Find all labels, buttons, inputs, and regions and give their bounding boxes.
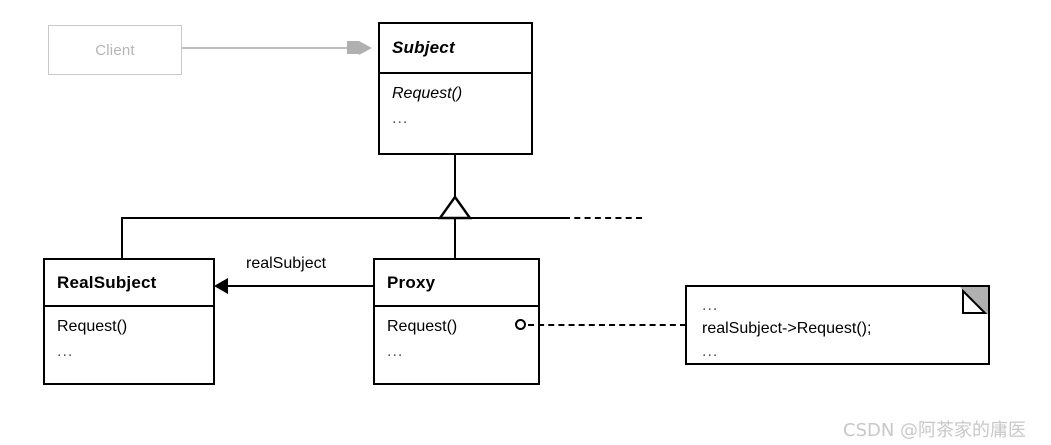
class-box-proxy[interactable]: Proxy Request() ...: [373, 258, 540, 385]
class-name-client: Client: [95, 41, 135, 59]
class-box-client[interactable]: Client: [48, 25, 182, 75]
class-name-subject: Subject: [392, 38, 455, 57]
operation-ellipsis: ...: [387, 342, 404, 360]
class-operations-proxy: Request() ...: [375, 307, 457, 365]
edge-proxy-request-to-note: [528, 324, 686, 326]
class-box-subject[interactable]: Subject Request() ...: [378, 22, 533, 155]
edge-client-arrowhead: [359, 41, 372, 55]
operation-item: Request(): [392, 85, 463, 102]
note-fold-flap-icon: [962, 288, 988, 314]
generalization-stem-top: [454, 155, 456, 197]
generalization-bar-dashed-extension: [564, 217, 642, 219]
operation-ellipsis: ...: [57, 342, 74, 360]
note-line: ...: [702, 297, 719, 314]
edge-client-to-subject: [182, 47, 347, 49]
class-box-realsubject[interactable]: RealSubject Request() ...: [43, 258, 215, 385]
generalization-branch-realsubject: [121, 217, 123, 259]
note-anchor-circle: [515, 319, 526, 330]
operation-item: Request(): [387, 318, 458, 335]
edge-client-arrow-tail: [347, 41, 359, 54]
generalization-bar: [121, 217, 564, 219]
operation-ellipsis: ...: [392, 109, 409, 127]
note-line: realSubject->Request();: [702, 320, 872, 338]
edge-proxy-to-realsubject-arrowhead: [214, 278, 228, 294]
class-operations-subject: Request() ...: [380, 74, 462, 132]
class-name-proxy: Proxy: [387, 272, 436, 292]
class-separator-subject: [380, 72, 531, 74]
edge-proxy-to-realsubject: [228, 285, 374, 287]
class-operations-realsubject: Request() ...: [45, 307, 127, 365]
generalization-branch-proxy: [454, 217, 456, 259]
note-box[interactable]: ... realSubject->Request(); ...: [685, 285, 990, 365]
class-separator-proxy: [375, 305, 538, 307]
watermark-text: CSDN @阿茶家的庸医: [843, 420, 1027, 441]
class-name-realsubject: RealSubject: [57, 272, 157, 292]
class-separator-realsubject: [45, 305, 213, 307]
operation-item: Request(): [57, 318, 128, 335]
edge-label-realsubject: realSubject: [246, 255, 327, 272]
note-line: ...: [702, 343, 719, 361]
